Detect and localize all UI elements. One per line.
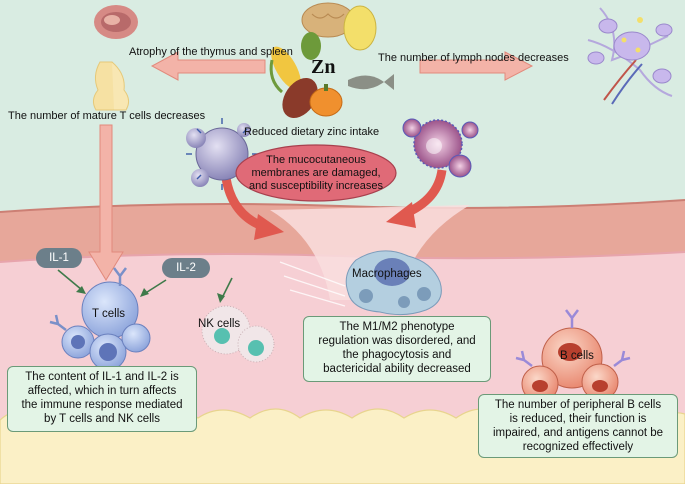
food-icon	[269, 2, 394, 118]
bacteria-icon	[402, 118, 479, 178]
b-cell-icon	[521, 327, 619, 403]
lymph-label: The number of lymph nodes decreases	[378, 52, 569, 64]
antibody-icon	[49, 267, 127, 331]
arrow-head-right	[386, 202, 416, 228]
arrow-down-t	[88, 124, 124, 281]
atrophy-label: Atrophy of the thymus and spleen	[129, 46, 293, 58]
reduced-zinc-label: Reduced dietary zinc intake	[244, 126, 380, 138]
thymus-icon	[92, 61, 130, 111]
macrophages-label: Macrophages	[352, 268, 422, 280]
wound-area	[270, 205, 470, 300]
flow-lines	[279, 261, 346, 307]
nk-cell-icon	[201, 305, 275, 363]
mature-t-label: The number of mature T cells decreases	[8, 110, 206, 122]
lymph-node-icon	[587, 7, 673, 105]
macrophage-icon	[345, 250, 442, 316]
virus-icon	[186, 118, 258, 190]
mucosa-text: The mucocutaneous membranes are damaged,…	[249, 154, 383, 192]
il1-tag: IL-1	[36, 248, 82, 268]
arrow-to-lymph	[419, 51, 534, 81]
il2-tag: IL-2	[162, 258, 210, 278]
spleen-icon	[94, 5, 138, 39]
arrow-to-atrophy	[150, 51, 266, 81]
zn-symbol: Zn	[311, 56, 336, 78]
m1m2-box: The M1/M2 phenotype regulation was disor…	[303, 316, 491, 382]
t-cell-icon	[61, 281, 151, 371]
b-effect-box: The number of peripheral B cells is redu…	[478, 394, 678, 458]
nk-cells-label: NK cells	[198, 318, 241, 330]
arrow-head-left	[254, 214, 284, 240]
t-cells-label: T cells	[92, 308, 126, 320]
b-cells-label: B cells	[560, 350, 594, 362]
b-antibody-icon	[515, 309, 631, 367]
mucosa-ellipse	[235, 144, 397, 202]
il-effect-box: The content of IL-1 and IL-2 is affected…	[7, 366, 197, 432]
